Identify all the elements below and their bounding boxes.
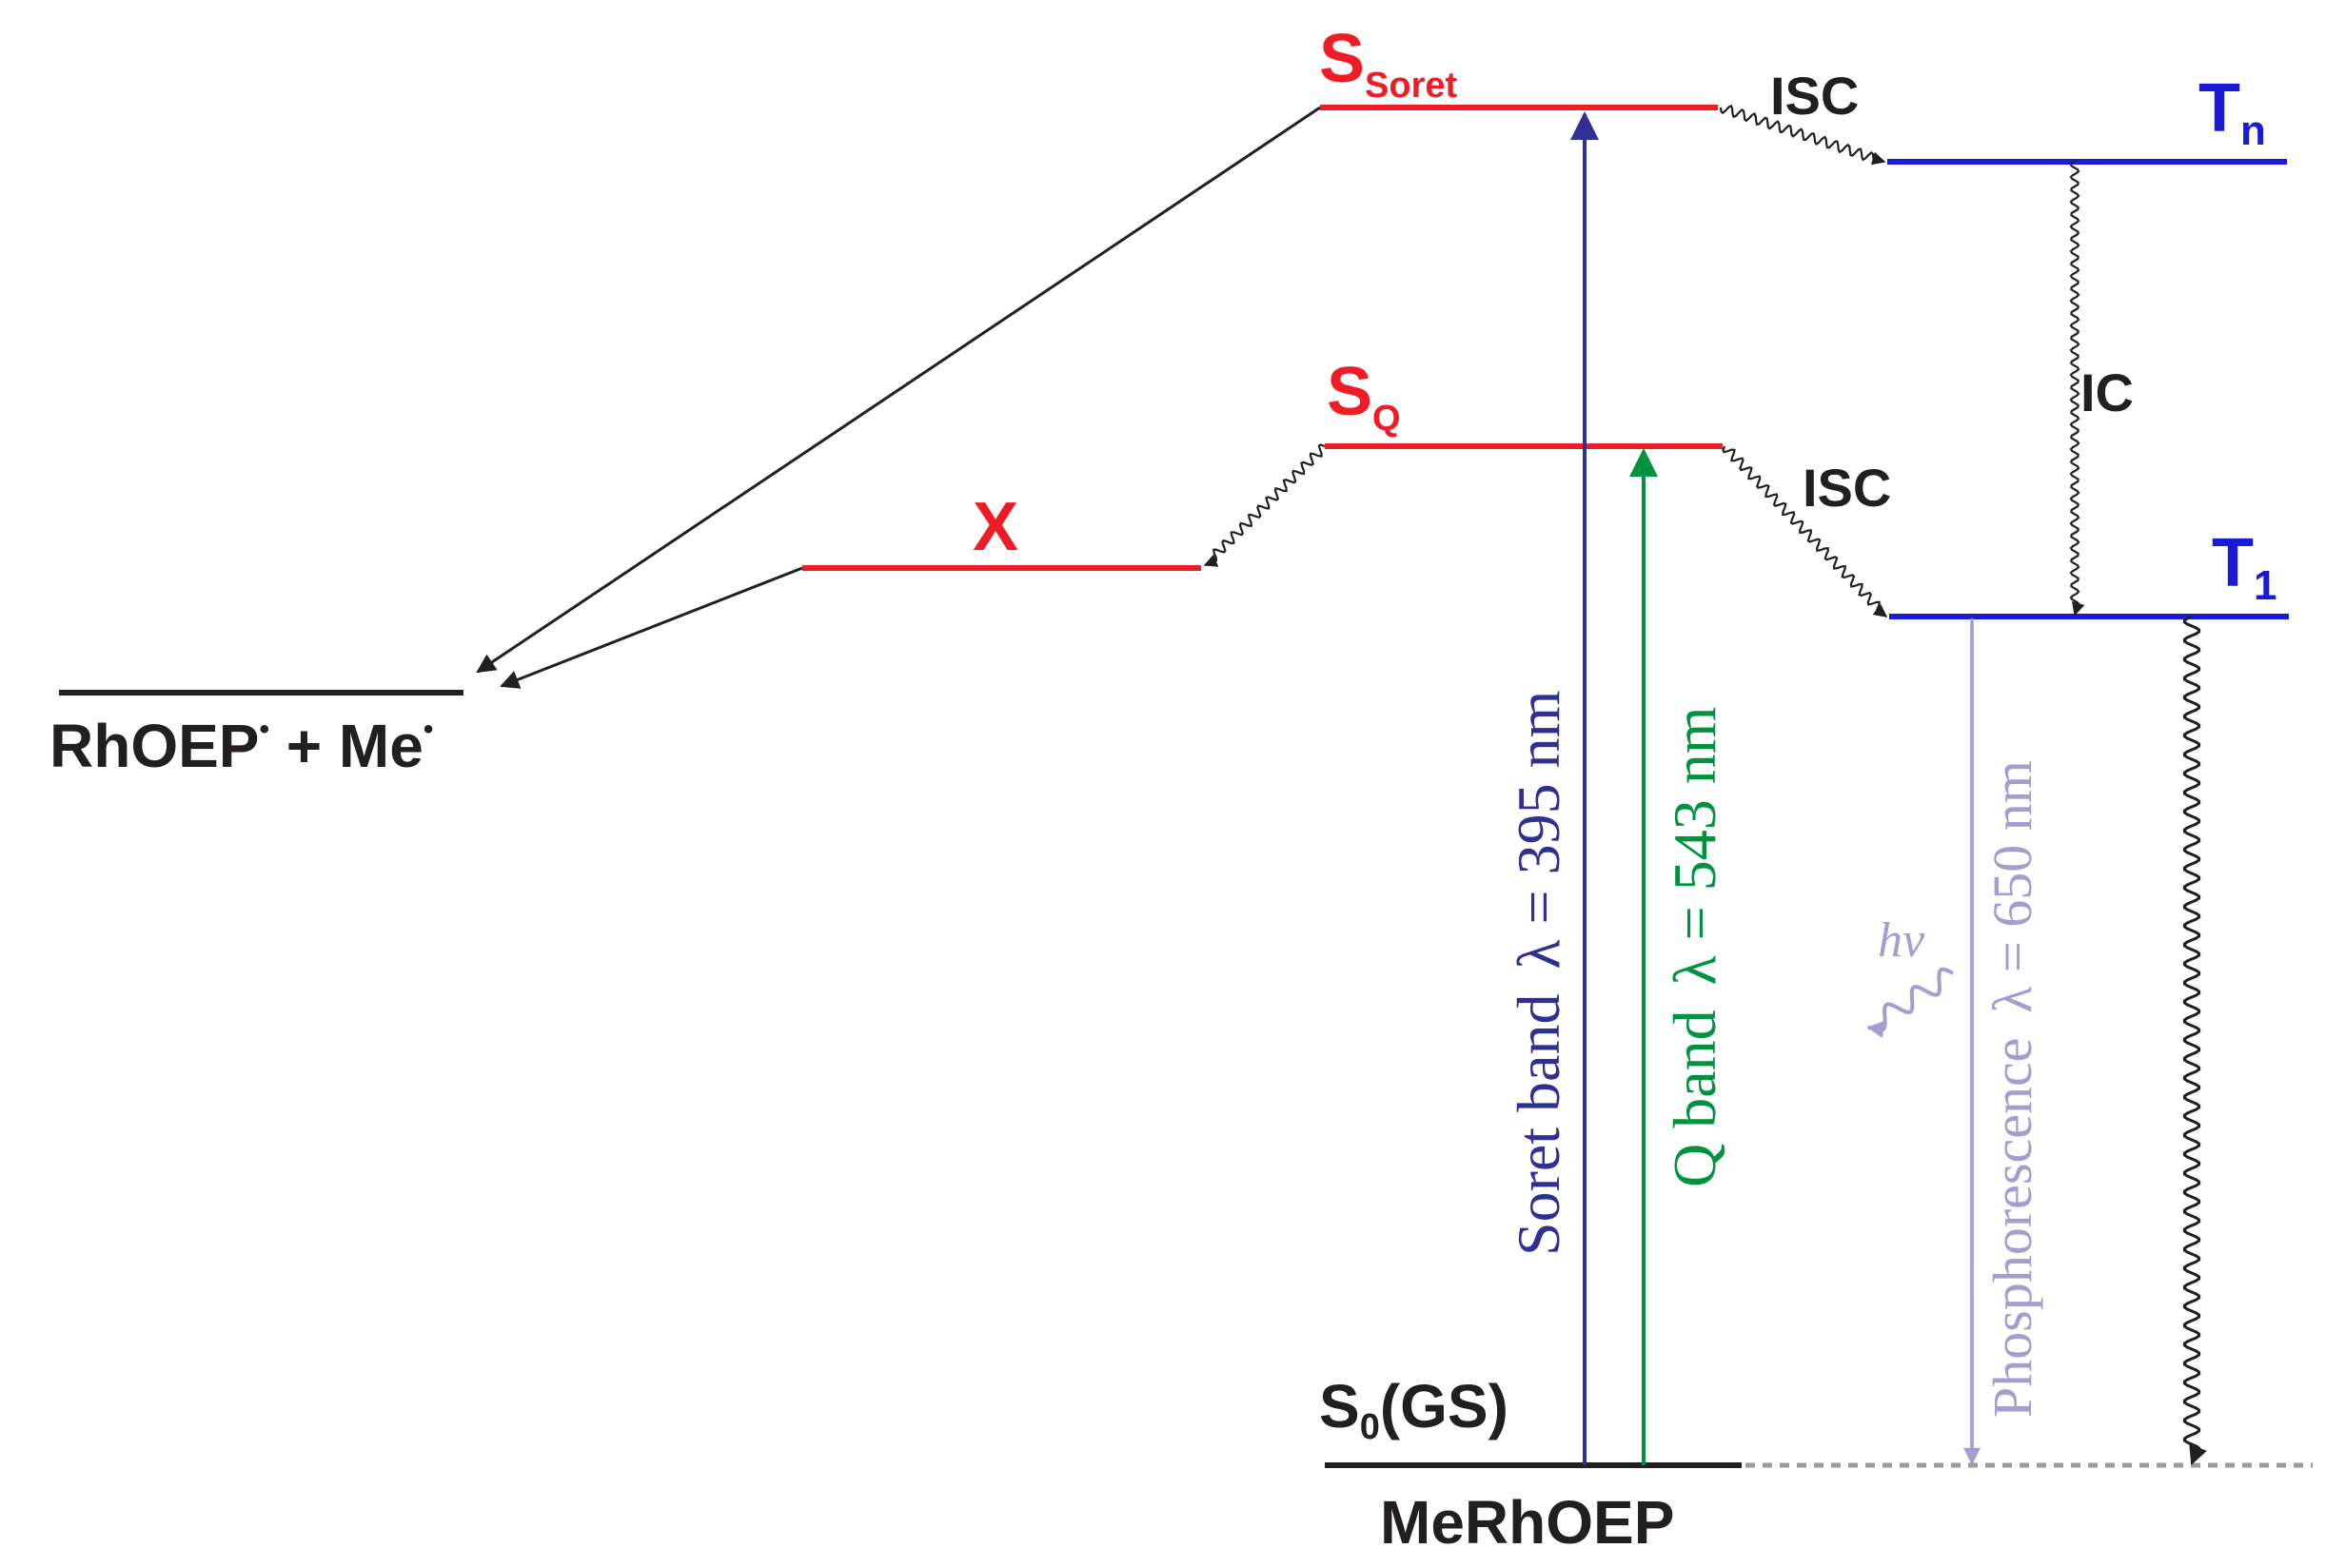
label-phosphorescence-lambda: λ = 650 nm <box>1981 760 2043 1012</box>
label-s0-gs: S0(GS) <box>1319 1372 1508 1447</box>
label-hv: hν <box>1878 913 1925 968</box>
label-q-band: Q band λ = 543 nm <box>1661 706 1728 1187</box>
wavy-arrow-ic-tn-to-t1 <box>2069 161 2085 617</box>
label-s-soret-sub: Soret <box>1365 66 1457 106</box>
label-s0-sub: 0 <box>1360 1407 1380 1447</box>
label-products-rhoep: RhOEP <box>49 712 259 780</box>
label-t-n-sub: n <box>2240 108 2266 154</box>
label-ic: IC <box>2080 363 2134 422</box>
label-isc-upper: ISC <box>1770 66 1859 126</box>
label-soret-band-name: Soret band <box>1505 994 1572 1257</box>
label-s-q: SQ <box>1327 354 1401 439</box>
label-t-n-main: T <box>2198 70 2240 147</box>
label-t-n: Tn <box>2198 70 2266 154</box>
label-x: X <box>973 489 1018 565</box>
label-t-1-main: T <box>2212 525 2254 601</box>
label-t-1-sub: 1 <box>2254 562 2277 609</box>
label-s-q-sub: Q <box>1372 399 1401 439</box>
dissociation-arrow-from-soret <box>476 106 1321 674</box>
wavy-arrow-isc-sq-to-t1 <box>1722 445 1888 617</box>
label-q-band-name: Q band <box>1661 1009 1728 1187</box>
wavy-arrow-isc-soret-to-tn <box>1719 104 1886 166</box>
label-isc-lower: ISC <box>1803 458 1891 518</box>
label-soret-band: Soret band λ = 395 nm <box>1505 691 1572 1256</box>
label-soret-band-lambda: λ = 395 nm <box>1505 691 1572 970</box>
label-q-band-lambda: λ = 543 nm <box>1661 706 1728 985</box>
wavy-arrow-t1-to-s0 <box>2182 615 2207 1465</box>
label-products-radical-dot-1: • <box>259 714 269 745</box>
wavy-arrow-hv-photon <box>1866 967 1954 1038</box>
label-s-q-main: S <box>1327 354 1372 430</box>
label-s0-main: S <box>1319 1372 1360 1441</box>
wavy-arrow-sq-to-x <box>1203 443 1326 567</box>
label-products: RhOEP• + Me• <box>49 712 433 780</box>
label-s0-suffix: (GS) <box>1380 1372 1508 1441</box>
label-phosphorescence-name: Phosphorescence <box>1981 1038 2043 1418</box>
dissociation-arrow-from-x <box>500 566 803 689</box>
label-t-1: T1 <box>2212 525 2277 609</box>
label-phosphorescence: Phosphorescence λ = 650 nm <box>1981 760 2043 1418</box>
label-products-radical-dot-2: • <box>424 714 434 745</box>
label-products-me: + Me <box>269 712 424 780</box>
label-s-soret-main: S <box>1319 21 1365 97</box>
label-s-soret: SSoret <box>1319 21 1458 106</box>
label-ground-molecule: MeRhOEP <box>1380 1488 1674 1557</box>
